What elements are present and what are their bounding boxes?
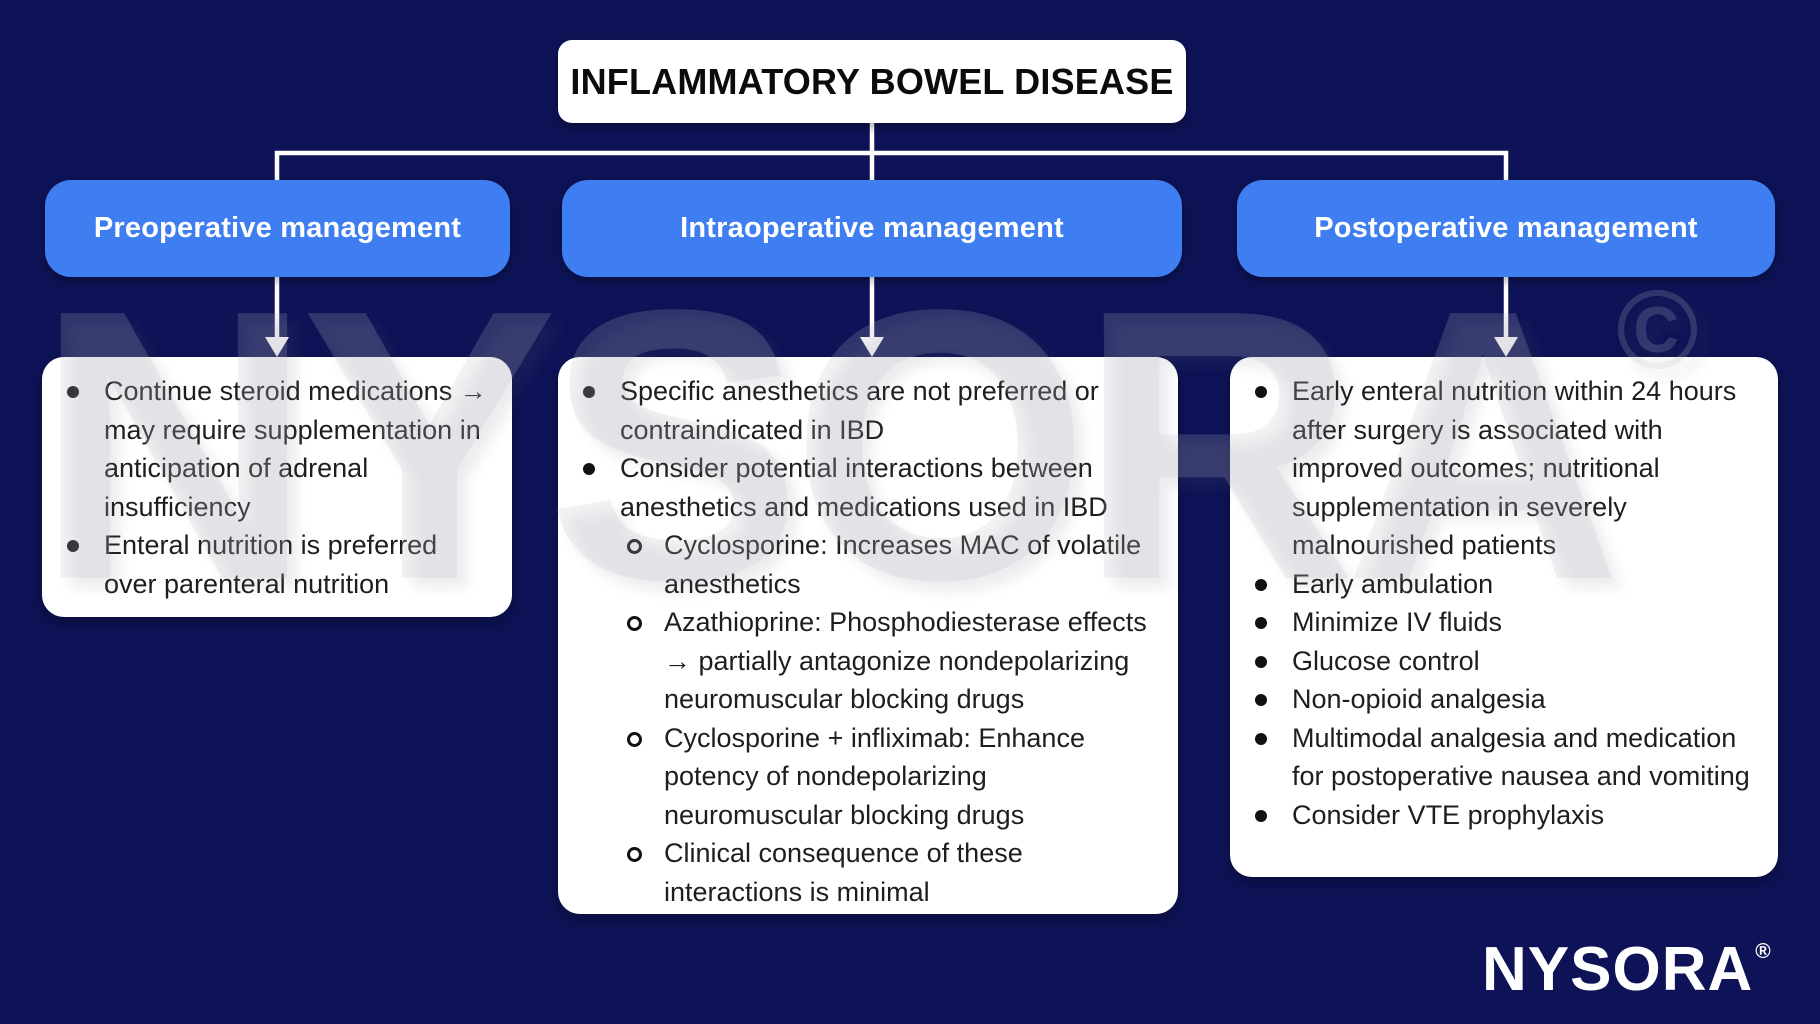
list-item: Early enteral nutrition within 24 hours … [1230, 372, 1760, 565]
logo-text: NYSORA [1482, 935, 1754, 1004]
list-item: Enteral nutrition is preferred over pare… [42, 526, 494, 603]
branch-header-postoperative: Postoperative management [1237, 180, 1775, 277]
list-item: Cyclosporine + infliximab: Enhance poten… [558, 719, 1160, 835]
list-item: Specific anesthetics are not preferred o… [558, 372, 1160, 449]
registered-trademark-icon: ® [1755, 940, 1772, 963]
list-item: Glucose control [1230, 642, 1760, 681]
list-item: Minimize IV fluids [1230, 603, 1760, 642]
branch-header-intraoperative: Intraoperative management [562, 180, 1182, 277]
postoperative-list: Early enteral nutrition within 24 hours … [1230, 372, 1760, 834]
page-title: INFLAMMATORY BOWEL DISEASE [570, 60, 1174, 102]
list-item: Azathioprine: Phosphodiesterase effects … [558, 603, 1160, 719]
list-item: Cyclosporine: Increases MAC of volatile … [558, 526, 1160, 603]
arrow-down-icon [265, 337, 289, 357]
branch-header-label: Intraoperative management [680, 212, 1064, 244]
postoperative-content-box: Early enteral nutrition within 24 hours … [1230, 357, 1778, 877]
branch-header-label: Postoperative management [1314, 212, 1698, 244]
preoperative-list: Continue steroid medications → may requi… [42, 372, 494, 603]
list-item: Consider potential interactions between … [558, 449, 1160, 526]
title-node: INFLAMMATORY BOWEL DISEASE [558, 40, 1186, 123]
list-item: Multimodal analgesia and medication for … [1230, 719, 1760, 796]
list-item: Continue steroid medications → may requi… [42, 372, 494, 526]
intraoperative-content-box: Specific anesthetics are not preferred o… [558, 357, 1178, 914]
list-item: Consider VTE prophylaxis [1230, 796, 1760, 835]
preoperative-content-box: Continue steroid medications → may requi… [42, 357, 512, 617]
list-item: Early ambulation [1230, 565, 1760, 604]
list-item: Clinical consequence of these interactio… [558, 834, 1160, 911]
nysora-logo: NYSORA® [1482, 934, 1772, 1005]
intraoperative-list: Specific anesthetics are not preferred o… [558, 372, 1160, 911]
list-item: Non-opioid analgesia [1230, 680, 1760, 719]
branch-header-preoperative: Preoperative management [45, 180, 510, 277]
branch-header-label: Preoperative management [93, 212, 462, 244]
arrow-down-icon [860, 337, 884, 357]
arrow-down-icon [1494, 337, 1518, 357]
